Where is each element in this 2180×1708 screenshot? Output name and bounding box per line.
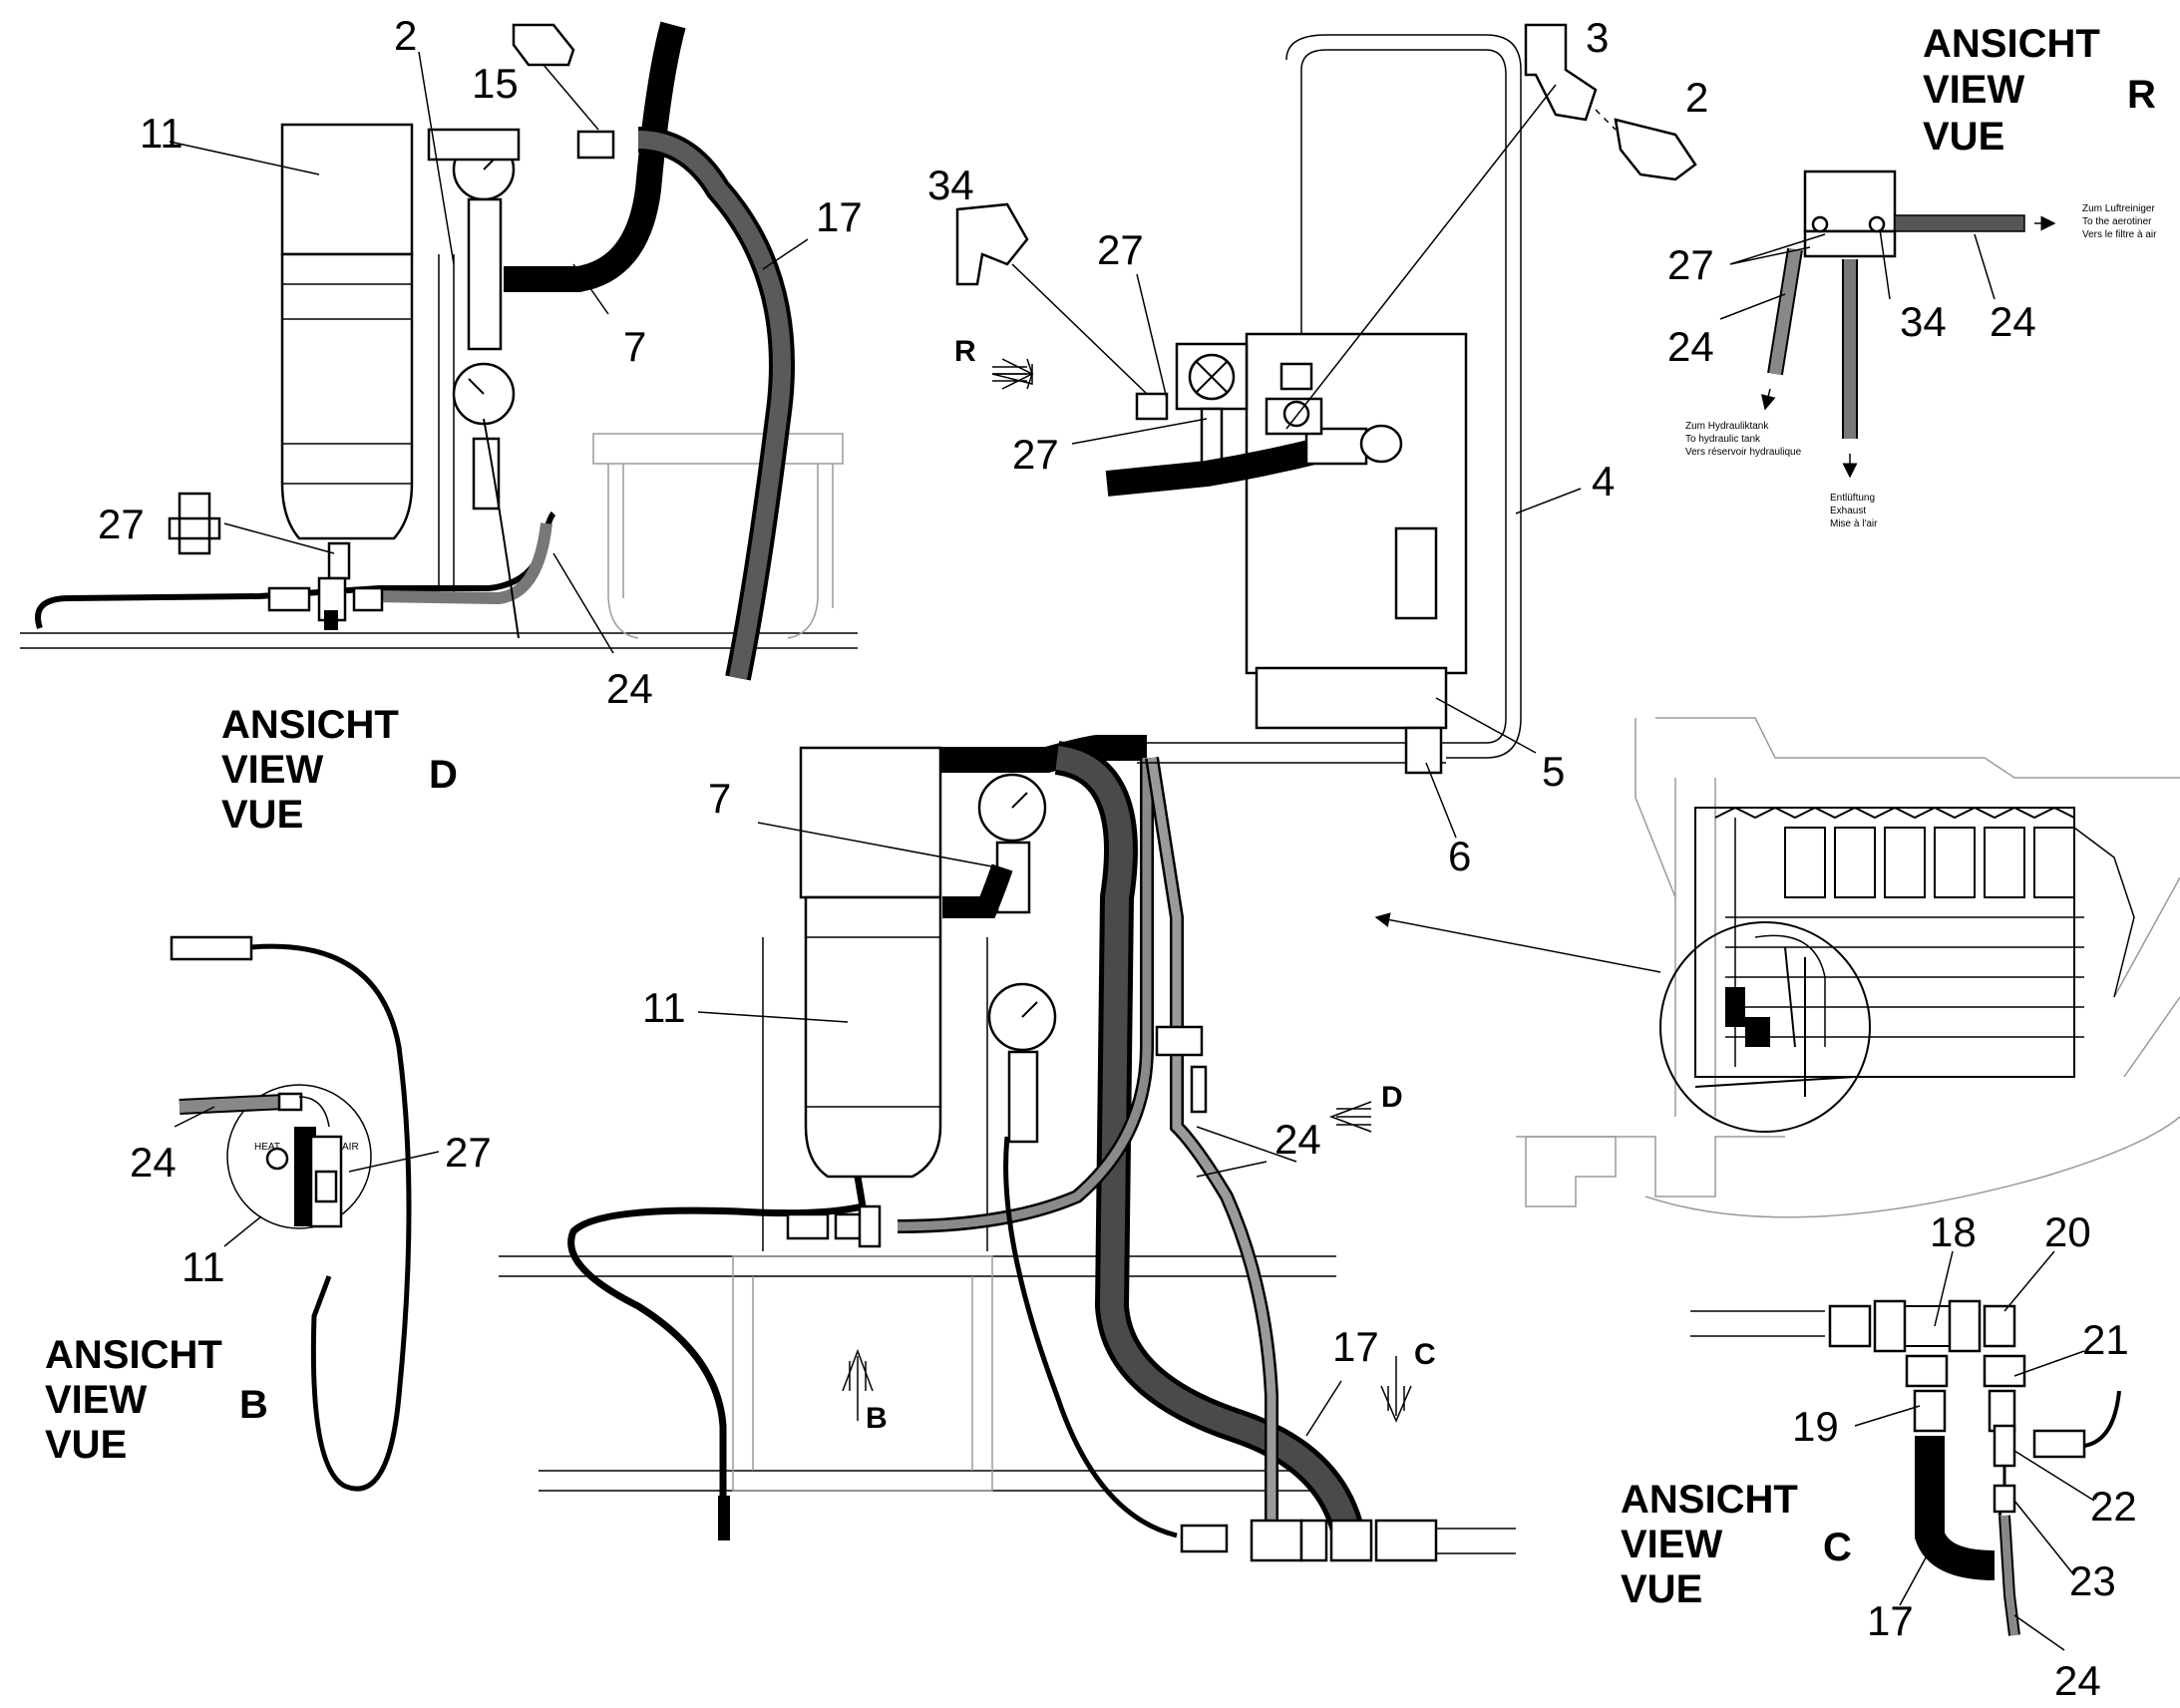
svg-text:Zum Luftreiniger: Zum Luftreiniger (2082, 203, 2155, 214)
svg-text:VIEW: VIEW (221, 748, 323, 792)
direction-label-c: C (1414, 1338, 1436, 1371)
svg-text:ANSICHT: ANSICHT (45, 1333, 222, 1377)
view-r-title: ANSICHT VIEW VUE R (1923, 22, 2156, 159)
callout-24: 24 (130, 1139, 177, 1186)
svg-text:VUE: VUE (221, 793, 303, 837)
svg-text:R: R (2127, 73, 2156, 117)
direction-arrow-c (1380, 1356, 1412, 1423)
callout-34: 34 (1900, 298, 1947, 345)
note-hydraulic-tank: Zum Hydrauliktank To hydraulic tank Vers… (1685, 421, 1802, 458)
callout-23: 23 (2069, 1557, 2116, 1604)
callout-7: 7 (623, 323, 646, 370)
callout-15: 15 (472, 60, 519, 107)
svg-text:B: B (239, 1383, 268, 1427)
callout-11: 11 (642, 984, 686, 1031)
callout-27: 27 (445, 1129, 492, 1176)
callout-27: 27 (1667, 241, 1714, 288)
view-b-title: ANSICHT VIEW VUE B (45, 1333, 268, 1467)
direction-label-d: D (1381, 1081, 1403, 1114)
view-c-detail (1690, 1250, 2121, 1651)
callout-24: 24 (1667, 323, 1714, 370)
direction-arrow-d (1328, 1101, 1372, 1133)
svg-text:VIEW: VIEW (1923, 68, 2024, 112)
svg-text:Zum Hydrauliktank: Zum Hydrauliktank (1685, 421, 1769, 432)
callout-27: 27 (98, 501, 145, 547)
callout-5: 5 (1542, 748, 1565, 795)
callout-24: 24 (2054, 1657, 2101, 1704)
svg-text:To the aerotiner: To the aerotiner (2082, 216, 2152, 227)
callout-27: 27 (1097, 226, 1144, 273)
svg-text:VUE: VUE (1923, 115, 2004, 159)
svg-text:To hydraulic tank: To hydraulic tank (1685, 434, 1761, 445)
callout-22: 22 (2090, 1483, 2137, 1530)
svg-text:Vers réservoir hydraulique: Vers réservoir hydraulique (1685, 447, 1802, 458)
callout-21: 21 (2082, 1316, 2129, 1363)
svg-text:ANSICHT: ANSICHT (1923, 22, 2100, 66)
svg-text:C: C (1823, 1526, 1852, 1569)
svg-text:Mise à l'air: Mise à l'air (1830, 518, 1878, 529)
callout-34: 34 (927, 162, 974, 208)
svg-text:ANSICHT: ANSICHT (221, 703, 399, 747)
svg-text:Exhaust: Exhaust (1830, 506, 1866, 516)
view-b-detail (170, 935, 440, 1492)
callout-17: 17 (816, 193, 863, 240)
svg-text:ANSICHT: ANSICHT (1621, 1478, 1798, 1522)
svg-text:Vers le filtre à air: Vers le filtre à air (2082, 229, 2157, 240)
engine-overview (1374, 717, 2180, 1218)
svg-text:D: D (429, 753, 458, 797)
direction-label-r: R (954, 335, 976, 368)
label-heat: HEAT (254, 1142, 280, 1153)
callout-11: 11 (140, 110, 183, 157)
callout-24: 24 (606, 665, 653, 712)
callout-17: 17 (1867, 1597, 1914, 1644)
callout-24: 24 (1274, 1116, 1321, 1163)
direction-arrow-r (991, 358, 1034, 390)
central-assembly (499, 23, 1697, 1562)
view-r-detail (1719, 170, 2056, 479)
callout-20: 20 (2044, 1208, 2091, 1255)
direction-arrow-b (842, 1348, 874, 1421)
callout-6: 6 (1448, 833, 1471, 879)
svg-text:VIEW: VIEW (45, 1378, 147, 1422)
svg-text:VUE: VUE (1621, 1567, 1702, 1611)
label-pt: PT (299, 1127, 312, 1138)
callout-27: 27 (1012, 431, 1059, 478)
callout-3: 3 (1586, 14, 1609, 61)
callout-2: 2 (1685, 74, 1708, 121)
callout-24: 24 (1990, 298, 2036, 345)
callout-18: 18 (1930, 1208, 1977, 1255)
view-d-assembly (20, 21, 858, 681)
note-exhaust: Entlüftung Exhaust Mise à l'air (1830, 493, 1878, 529)
direction-label-b: B (866, 1402, 888, 1435)
callout-2: 2 (394, 12, 417, 59)
svg-text:Entlüftung: Entlüftung (1830, 493, 1875, 504)
view-d-title: ANSICHT VIEW VUE D (221, 703, 458, 837)
label-air: AIR (342, 1142, 359, 1153)
callout-11: 11 (182, 1243, 225, 1290)
view-c-title: ANSICHT VIEW VUE C (1621, 1478, 1852, 1611)
callout-labels: 2 15 11 17 7 27 24 34 27 27 3 2 4 5 6 7 … (98, 12, 2137, 1704)
callout-4: 4 (1592, 458, 1615, 505)
note-air-cleaner: Zum Luftreiniger To the aerotiner Vers l… (2082, 203, 2157, 240)
callout-17: 17 (1332, 1323, 1379, 1370)
callout-19: 19 (1792, 1403, 1839, 1450)
callout-7: 7 (708, 775, 731, 822)
svg-text:VIEW: VIEW (1621, 1523, 1722, 1566)
svg-text:VUE: VUE (45, 1423, 127, 1467)
